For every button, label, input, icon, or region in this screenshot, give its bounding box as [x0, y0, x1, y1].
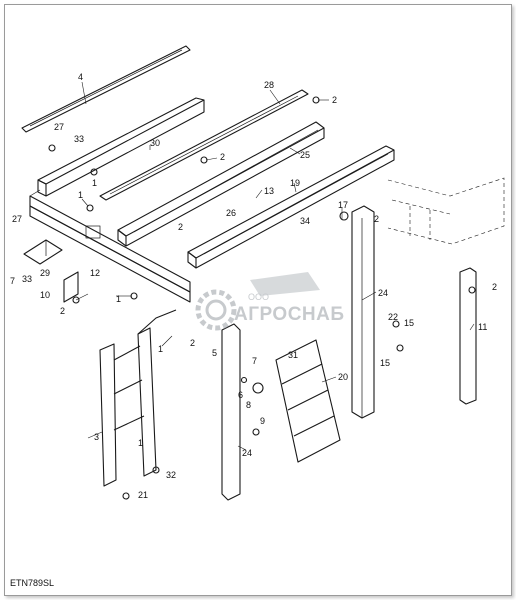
- callout-32: 32: [166, 470, 176, 480]
- callout-33: 33: [74, 134, 84, 144]
- watermark-name: АГРОСНАБ: [234, 304, 345, 325]
- callout-29: 29: [40, 268, 50, 278]
- callout-6: 6: [238, 390, 243, 400]
- callout-5: 5: [212, 348, 217, 358]
- part-5-post: [221, 323, 241, 501]
- callout-34: 34: [300, 216, 310, 226]
- callout-12: 12: [90, 268, 100, 278]
- gear-icon: [195, 272, 320, 331]
- callout-15: 15: [404, 318, 414, 328]
- callout-30: 30: [150, 138, 160, 148]
- part-25-channel: [117, 121, 325, 247]
- callout-2: 2: [60, 306, 65, 316]
- callout-7: 7: [252, 356, 257, 366]
- callout-21: 21: [138, 490, 148, 500]
- diagram-frame: [4, 4, 512, 596]
- watermark-prefix: ООО: [248, 292, 270, 302]
- watermark-logo: ООО АГРОСНАБ: [190, 268, 344, 338]
- callout-labels: 4 28 2 27 33 30 2 25 1 1 13 19 26 2 17 2…: [10, 72, 497, 500]
- callout-3: 3: [94, 432, 99, 442]
- callout-11: 11: [478, 322, 487, 332]
- callout-4: 4: [78, 72, 83, 82]
- callout-15: 15: [380, 358, 390, 368]
- part-3-ladder: [99, 309, 177, 487]
- callout-1: 1: [116, 294, 121, 304]
- callout-22: 22: [388, 312, 398, 322]
- part-20-steps: [275, 339, 341, 463]
- part-28-slotted-bar: [99, 89, 309, 201]
- callout-1: 1: [158, 344, 163, 354]
- callout-7: 7: [10, 276, 15, 286]
- part-29-bracket: [23, 239, 63, 265]
- part-12-side-frame: [29, 189, 191, 303]
- callout-17: 17: [338, 200, 348, 210]
- callout-26: 26: [226, 208, 236, 218]
- callout-2: 2: [178, 222, 183, 232]
- ladder-upper-right: [387, 177, 505, 245]
- part-10-bracket: [63, 271, 79, 303]
- part-24-post-right: [351, 205, 375, 419]
- callout-20: 20: [338, 372, 348, 382]
- part-4-strip: [21, 45, 191, 133]
- callout-2: 2: [220, 152, 225, 162]
- part-11-post: [459, 267, 477, 405]
- callout-8: 8: [246, 400, 251, 410]
- callout-1: 1: [138, 438, 143, 448]
- part-19-channel: [187, 145, 395, 269]
- figure-code: ETN789SL: [10, 578, 55, 588]
- callout-2: 2: [332, 95, 337, 105]
- callout-2: 2: [190, 338, 195, 348]
- callout-27: 27: [54, 122, 64, 132]
- callout-2: 2: [492, 282, 497, 292]
- callout-28: 28: [264, 80, 274, 90]
- part-30-angle-rail: [37, 97, 205, 197]
- callout-19: 19: [290, 178, 300, 188]
- callout-33: 33: [22, 274, 32, 284]
- callout-24: 24: [242, 448, 252, 458]
- callout-2: 2: [374, 214, 379, 224]
- callout-27: 27: [12, 214, 22, 224]
- callout-25: 25: [300, 150, 310, 160]
- callout-9: 9: [260, 416, 265, 426]
- callout-13: 13: [264, 186, 274, 196]
- callout-24: 24: [378, 288, 388, 298]
- leader-lines: [75, 81, 475, 451]
- callout-1: 1: [92, 178, 97, 188]
- callout-10: 10: [40, 290, 50, 300]
- callout-31: 31: [288, 350, 298, 360]
- callout-1: 1: [78, 190, 83, 200]
